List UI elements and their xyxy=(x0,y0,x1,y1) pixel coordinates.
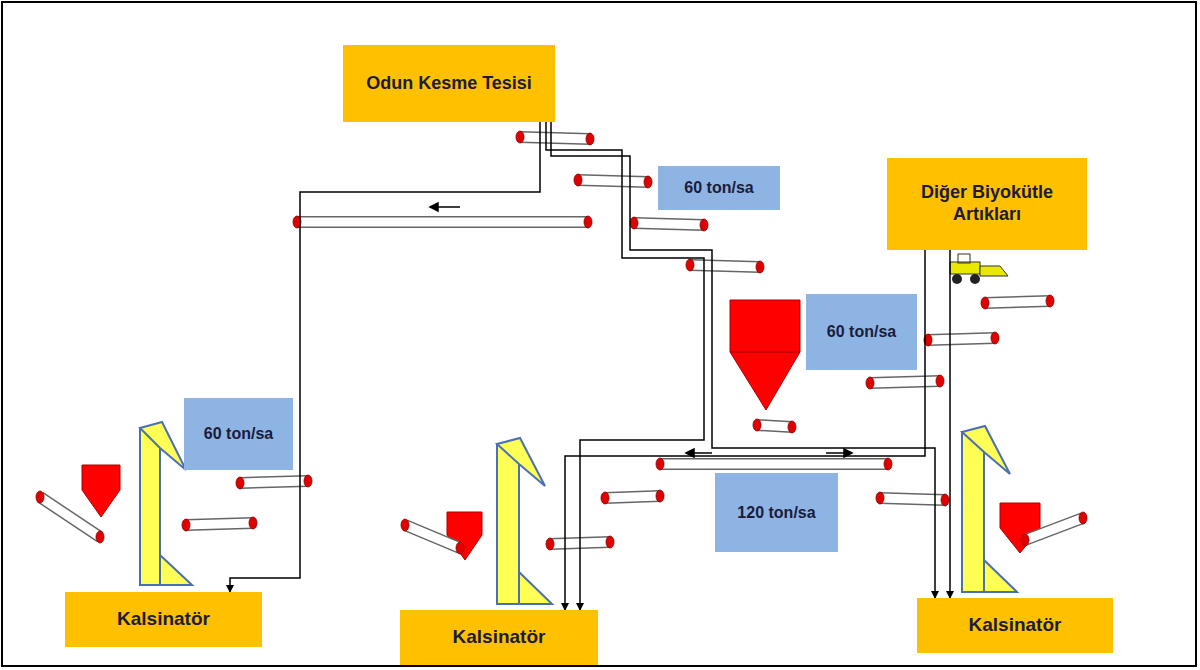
conveyor-pulley xyxy=(1079,512,1087,524)
conveyor-pulley xyxy=(456,542,464,554)
facility-box: Kalsinatör xyxy=(400,610,598,665)
conveyor xyxy=(1025,518,1083,540)
flow-rate-label: 60 ton/sa xyxy=(658,166,780,210)
conveyor-pulley xyxy=(630,217,638,229)
material-flow xyxy=(565,250,925,610)
facility-name: Kalsinatör xyxy=(117,608,210,631)
conveyor xyxy=(297,216,588,228)
conveyor-belt xyxy=(605,496,660,498)
conveyor-pulley xyxy=(601,492,609,504)
conveyor xyxy=(660,458,888,470)
conveyor-belt xyxy=(690,265,760,267)
flow-rate-label: 60 ton/sa xyxy=(806,294,917,370)
facility-name: Diğer Biyokütle Artıkları xyxy=(897,182,1077,225)
facility-box: Kalsinatör xyxy=(65,592,262,647)
conveyor xyxy=(186,523,253,525)
conveyor-belt xyxy=(660,460,888,469)
facility-box: Odun Kesme Tesisi xyxy=(343,45,555,122)
conveyor-pulley xyxy=(656,458,664,470)
conveyor-belt xyxy=(928,338,995,340)
conveyor-pulley xyxy=(586,133,594,145)
material-flow xyxy=(551,122,935,598)
conveyor-pulley xyxy=(941,494,949,506)
conveyor xyxy=(578,180,648,182)
facility-name: Kalsinatör xyxy=(453,626,546,649)
hopper xyxy=(82,465,120,517)
conveyor-belt xyxy=(578,180,648,182)
conveyor xyxy=(928,338,995,340)
conveyor-belt xyxy=(757,425,792,427)
direction-arrow xyxy=(430,203,852,457)
conveyor xyxy=(240,481,308,483)
conveyor-belt xyxy=(870,381,940,383)
conveyor xyxy=(985,301,1050,303)
conveyor-pulley xyxy=(700,219,708,231)
conveyor-pulley xyxy=(182,519,190,531)
conveyor-belt xyxy=(40,497,100,537)
conveyor xyxy=(520,137,590,139)
conveyor xyxy=(405,525,460,548)
conveyor-pulley xyxy=(991,332,999,344)
conveyor-pulley xyxy=(756,261,764,273)
conveyor xyxy=(634,223,704,225)
conveyor-belt xyxy=(520,137,590,139)
material-flow xyxy=(230,122,540,592)
facility-name: Odun Kesme Tesisi xyxy=(366,73,532,95)
conveyor-pulley xyxy=(96,531,104,543)
conveyor-pulley xyxy=(304,475,312,487)
loader-icon xyxy=(950,254,1008,284)
conveyor xyxy=(605,496,660,498)
conveyor-pulley xyxy=(1021,534,1029,546)
hopper xyxy=(1000,503,1040,553)
facility-box: Diğer Biyokütle Artıkları xyxy=(887,158,1087,250)
conveyor-pulley xyxy=(249,517,257,529)
conveyor-pulley xyxy=(546,538,554,550)
hopper xyxy=(730,300,800,410)
conveyor xyxy=(757,425,792,427)
conveyor-belt xyxy=(985,301,1050,303)
facility-name: Kalsinatör xyxy=(969,614,1062,637)
conveyor-belt xyxy=(634,223,704,225)
conveyor-belt xyxy=(240,481,308,483)
conveyor-pulley xyxy=(516,131,524,143)
conveyor-pulley xyxy=(936,375,944,387)
conveyor-belt xyxy=(1025,518,1083,540)
conveyor-pulley xyxy=(574,174,582,186)
conveyor xyxy=(870,381,940,383)
conveyor-belt xyxy=(405,525,460,548)
conveyor-pulley xyxy=(656,490,664,502)
conveyor-pulley xyxy=(584,216,592,228)
hopper xyxy=(447,512,482,560)
conveyor-pulley xyxy=(884,458,892,470)
facility-box: Kalsinatör xyxy=(917,598,1113,653)
conveyor-pulley xyxy=(36,491,44,503)
material-flow xyxy=(949,250,951,598)
conveyor-belt xyxy=(297,218,588,227)
conveyor-pulley xyxy=(401,519,409,531)
conveyor-pulley xyxy=(788,421,796,433)
flow-rate-label: 60 ton/sa xyxy=(184,398,293,470)
conveyor xyxy=(40,497,100,537)
conveyor xyxy=(690,265,760,267)
conveyor-pulley xyxy=(606,536,614,548)
conveyor-pulley xyxy=(644,176,652,188)
conveyor-pulley xyxy=(236,477,244,489)
conveyor-pulley xyxy=(866,377,874,389)
conveyor-belt xyxy=(186,523,253,525)
flow-rate-label: 120 ton/sa xyxy=(715,473,838,552)
conveyor-pulley xyxy=(1046,295,1054,307)
conveyor-pulley xyxy=(753,419,761,431)
conveyor-pulley xyxy=(981,297,989,309)
conveyor-pulley xyxy=(686,259,694,271)
conveyor-pulley xyxy=(876,492,884,504)
